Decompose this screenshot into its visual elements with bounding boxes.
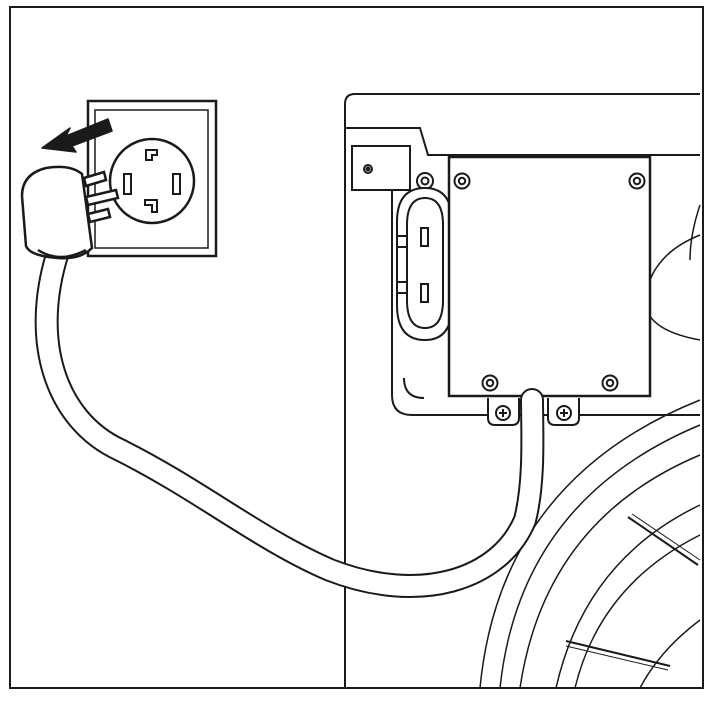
strain-relief-clamp	[487, 398, 580, 426]
dryer-cabinet	[344, 93, 700, 688]
pull-arrow-icon	[41, 118, 113, 153]
plug-icon	[20, 165, 120, 260]
wall-outlet-icon	[86, 99, 218, 258]
dryer-drum	[479, 204, 701, 689]
cord-opening	[396, 186, 453, 342]
power-cord	[34, 240, 545, 598]
cabinet-screws	[416, 172, 434, 190]
cabinet-bracket	[351, 145, 411, 191]
terminal-block-cover	[447, 155, 652, 398]
